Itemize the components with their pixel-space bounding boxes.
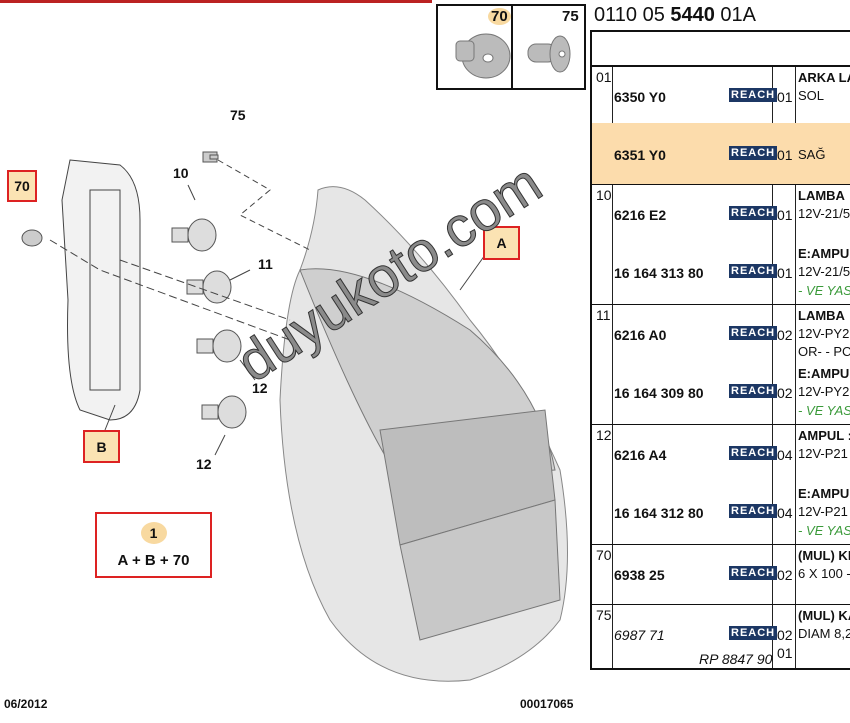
description-line: LAMBA: [798, 188, 845, 203]
reach-badge: REACH: [729, 626, 778, 640]
description-line: 12V-21/5: [798, 206, 850, 221]
part-number[interactable]: 6216 E2: [614, 207, 667, 223]
part-number[interactable]: 6216 A4: [614, 447, 667, 463]
assembly-box: 1 A + B + 70: [95, 512, 212, 578]
quantity: 01: [777, 265, 793, 281]
description-line: 12V-P21: [798, 446, 848, 461]
quantity: 01: [777, 207, 793, 223]
callout-70: 70: [7, 170, 37, 202]
description-note: - VE YAS: [798, 523, 850, 538]
selected-row-highlight: [592, 123, 850, 185]
quantity: 04: [777, 505, 793, 521]
assembly-formula: A + B + 70: [117, 551, 190, 569]
description-note: - VE YAS: [798, 283, 850, 298]
description-line: E:AMPU: [798, 366, 850, 381]
top-rule: [0, 0, 432, 3]
description-line: ARKA LA: [798, 70, 850, 85]
reach-badge: REACH: [729, 88, 778, 102]
ref-number: 12: [596, 427, 612, 443]
thumb-70-label: 70: [488, 8, 511, 25]
reach-badge: REACH: [729, 384, 778, 398]
description-line: LAMBA: [798, 308, 845, 323]
callout-a: A: [483, 226, 520, 260]
callout-10: 10: [173, 165, 189, 181]
footer-id: 00017065: [520, 697, 574, 711]
description-line: SOL: [798, 88, 825, 103]
tail-lamp-a: [279, 186, 568, 682]
reach-badge: REACH: [729, 264, 778, 278]
part-number[interactable]: 6987 71: [614, 627, 665, 643]
description-line: 12V-PY2: [798, 384, 850, 399]
description-line: (MUL) KI: [798, 548, 850, 563]
ref-number: 11: [596, 307, 611, 323]
description-line: OR- - PC: [798, 344, 850, 359]
ref-number: 70: [596, 547, 612, 563]
description-line: 6 X 100 -: [798, 566, 850, 581]
description-line: E:AMPU: [798, 486, 850, 501]
catalog-code: 0110 05 5440 01A: [594, 4, 757, 26]
description-line: 12V-PY2: [798, 326, 850, 341]
fastener-75: [202, 151, 219, 163]
alt-part-number: RP 8847 90: [699, 651, 773, 667]
quantity: 01: [777, 147, 793, 163]
description-line: 12V-21/5: [798, 264, 850, 279]
callout-12: 12: [196, 456, 212, 472]
description-note: - VE YAS: [798, 403, 850, 418]
alt-quantity: 01: [777, 645, 793, 661]
ref-number: 75: [596, 607, 612, 623]
reach-badge: REACH: [729, 446, 778, 460]
fastener-thumbnails: 70 75: [436, 4, 586, 90]
callout-11: 11: [258, 256, 273, 272]
description-line: DIAM 8,2: [798, 626, 850, 641]
bulbs: [171, 218, 247, 429]
reach-badge: REACH: [729, 206, 778, 220]
quantity: 02: [777, 385, 793, 401]
reach-badge: REACH: [729, 326, 778, 340]
description-line: AMPUL :: [798, 428, 850, 443]
callout-b: B: [83, 430, 120, 463]
quantity: 04: [777, 447, 793, 463]
callout-75: 75: [230, 107, 246, 123]
quantity: 02: [777, 327, 793, 343]
ref-number: 10: [596, 187, 612, 203]
reach-badge: REACH: [729, 146, 778, 160]
part-number[interactable]: 6938 25: [614, 567, 665, 583]
quantity: 02: [777, 627, 793, 643]
part-number[interactable]: 16 164 313 80: [614, 265, 704, 281]
part-number[interactable]: 6351 Y0: [614, 147, 666, 163]
reach-badge: REACH: [729, 566, 778, 580]
assembly-number: 1: [140, 521, 167, 544]
part-number[interactable]: 16 164 309 80: [614, 385, 704, 401]
part-number[interactable]: 6350 Y0: [614, 89, 666, 105]
ref-number: 01: [596, 69, 612, 85]
rivet-75-image: [527, 35, 571, 73]
description-line: SAĞ: [798, 147, 826, 162]
clip-70-image: [455, 33, 511, 79]
part-number[interactable]: 16 164 312 80: [614, 505, 704, 521]
footer-date: 06/2012: [4, 697, 48, 711]
exploded-diagram: [21, 151, 568, 682]
quantity: 02: [777, 567, 793, 583]
description-line: 12V-P21: [798, 504, 848, 519]
description-line: E:AMPU: [798, 246, 850, 261]
quantity: 01: [777, 89, 793, 105]
part-number[interactable]: 6216 A0: [614, 327, 667, 343]
fastener-70: [21, 229, 43, 247]
description-line: (MUL) KA: [798, 608, 850, 623]
lamp-holder-b: [61, 159, 141, 421]
thumb-75-label: 75: [562, 8, 579, 25]
callout-12: 12: [252, 380, 268, 396]
reach-badge: REACH: [729, 504, 778, 518]
